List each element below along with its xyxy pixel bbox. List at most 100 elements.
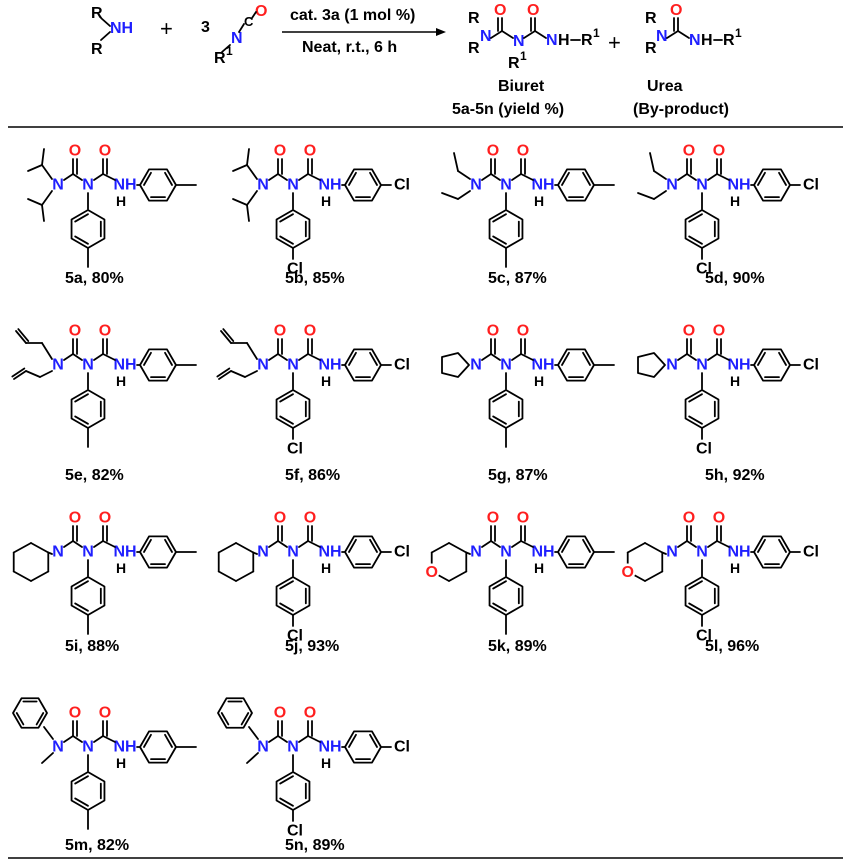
central-nitrogen: N xyxy=(287,177,299,194)
amide-nitrogen: N xyxy=(52,177,64,194)
chloro-substituent-lower: Cl xyxy=(287,628,303,645)
product-5c: N N NHH O O 5c, 87% xyxy=(441,143,615,287)
nh-nitrogen: NH xyxy=(318,357,341,374)
chloro-substituent-lower: Cl xyxy=(696,628,712,645)
central-nitrogen: N xyxy=(696,544,708,561)
product-label-5a: 5a, 80% xyxy=(65,270,124,287)
central-nitrogen: N xyxy=(500,177,512,194)
carbonyl-oxygen-1: O xyxy=(274,323,286,340)
carbonyl-oxygen-1: O xyxy=(487,143,499,160)
product-label-5b: 5b, 85% xyxy=(285,270,345,287)
amide-nitrogen: N xyxy=(666,357,678,374)
biuret-nh: N xyxy=(546,32,558,49)
nh-hydrogen: H xyxy=(534,373,544,389)
carbonyl-oxygen-2: O xyxy=(99,143,111,160)
product-label-5n: 5n, 89% xyxy=(285,837,345,854)
amine-reactant: R NH R xyxy=(91,5,133,58)
carbonyl-oxygen-1: O xyxy=(69,510,81,527)
carbonyl-oxygen-1: O xyxy=(69,705,81,722)
carbonyl-oxygen-1: O xyxy=(683,323,695,340)
nh-nitrogen: NH xyxy=(531,544,554,561)
product-label-5g: 5g, 87% xyxy=(488,467,548,484)
nh-nitrogen: NH xyxy=(727,544,750,561)
biuret-r1-sup: 1 xyxy=(520,49,527,63)
chloro-substituent-lower: Cl xyxy=(696,441,712,458)
reaction-header: R NH R + 3 O C N R 1 cat. 3a (1 mol %) N… xyxy=(91,2,742,118)
amide-nitrogen: N xyxy=(257,177,269,194)
nh-hydrogen: H xyxy=(730,373,740,389)
central-nitrogen: N xyxy=(287,544,299,561)
nh-nitrogen: NH xyxy=(531,357,554,374)
urea-r1: R xyxy=(723,32,735,49)
plus-sign-1: + xyxy=(160,16,173,41)
nh-hydrogen: H xyxy=(116,373,126,389)
nh-nitrogen: NH xyxy=(113,177,136,194)
morpholine-oxygen: O xyxy=(621,564,633,581)
carbonyl-oxygen-2: O xyxy=(304,510,316,527)
biuret-r1-end: R xyxy=(581,32,593,49)
central-nitrogen: N xyxy=(82,544,94,561)
amide-nitrogen: N xyxy=(257,357,269,374)
nh-hydrogen: H xyxy=(534,560,544,576)
biuret-n1: N xyxy=(480,28,492,45)
nh-nitrogen: NH xyxy=(531,177,554,194)
product-label-5j: 5j, 93% xyxy=(285,638,339,655)
nh-hydrogen: H xyxy=(116,560,126,576)
amine-r-bottom: R xyxy=(91,41,103,58)
biuret-product: R R N O N R 1 O N H R 1 xyxy=(468,2,600,72)
nh-nitrogen: NH xyxy=(113,739,136,756)
nh-hydrogen: H xyxy=(116,193,126,209)
urea-n: N xyxy=(656,28,668,45)
chloro-substituent: Cl xyxy=(394,177,410,194)
urea-o: O xyxy=(670,2,682,19)
product-label-5c: 5c, 87% xyxy=(488,270,547,287)
product-label-5h: 5h, 92% xyxy=(705,467,765,484)
plus-sign-2: + xyxy=(608,30,621,55)
carbonyl-oxygen-1: O xyxy=(274,510,286,527)
nh-nitrogen: NH xyxy=(318,177,341,194)
amide-nitrogen: N xyxy=(52,544,64,561)
amine-r-top: R xyxy=(91,5,103,22)
chloro-substituent: Cl xyxy=(803,544,819,561)
amide-nitrogen: N xyxy=(470,177,482,194)
nh-hydrogen: H xyxy=(321,193,331,209)
biuret-r-bottom: R xyxy=(468,40,480,57)
nh-nitrogen: NH xyxy=(727,357,750,374)
nh-nitrogen: NH xyxy=(318,739,341,756)
isocyanate-c: C xyxy=(244,14,254,29)
morpholine-oxygen: O xyxy=(425,564,437,581)
carbonyl-oxygen-2: O xyxy=(304,323,316,340)
conditions-solvent: Neat, r.t., 6 h xyxy=(302,39,397,56)
reaction-arrowhead xyxy=(436,28,446,36)
carbonyl-oxygen-2: O xyxy=(713,323,725,340)
chloro-substituent: Cl xyxy=(394,357,410,374)
carbonyl-oxygen-2: O xyxy=(517,510,529,527)
isocyanate-r: R xyxy=(214,50,226,67)
nh-hydrogen: H xyxy=(730,560,740,576)
chloro-substituent: Cl xyxy=(394,739,410,756)
isocyanate-reactant: O C N R 1 xyxy=(214,3,267,67)
central-nitrogen: N xyxy=(500,357,512,374)
nh-hydrogen: H xyxy=(321,560,331,576)
carbonyl-oxygen-2: O xyxy=(304,143,316,160)
biuret-o2: O xyxy=(527,2,539,19)
chloro-substituent: Cl xyxy=(394,544,410,561)
amide-nitrogen: N xyxy=(52,357,64,374)
nh-hydrogen: H xyxy=(534,193,544,209)
central-nitrogen: N xyxy=(696,357,708,374)
carbonyl-oxygen-2: O xyxy=(517,143,529,160)
chloro-substituent-lower: Cl xyxy=(287,441,303,458)
amide-nitrogen: N xyxy=(257,544,269,561)
urea-r-bottom: R xyxy=(645,40,657,57)
carbonyl-oxygen-2: O xyxy=(713,143,725,160)
carbonyl-oxygen-1: O xyxy=(274,143,286,160)
amide-nitrogen: N xyxy=(666,544,678,561)
amide-nitrogen: N xyxy=(470,357,482,374)
carbonyl-oxygen-2: O xyxy=(99,323,111,340)
carbonyl-oxygen-1: O xyxy=(683,143,695,160)
